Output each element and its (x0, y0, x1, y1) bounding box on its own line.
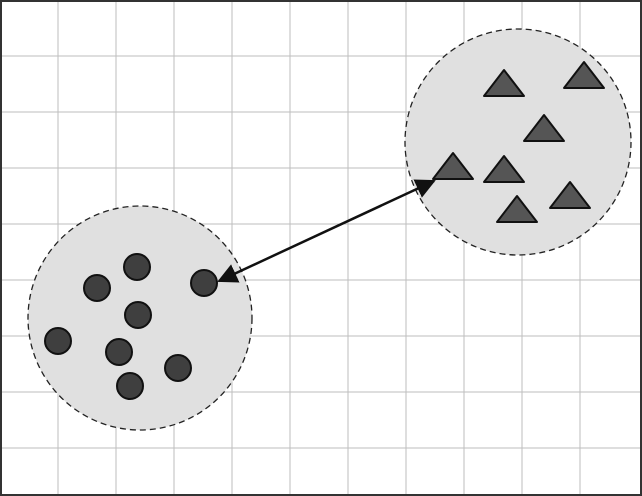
triangle-marker (496, 195, 538, 223)
triangle-marker (483, 155, 525, 183)
circle-marker (124, 301, 152, 329)
circle-marker (105, 338, 133, 366)
triangle-marker (549, 181, 591, 209)
circle-marker (44, 327, 72, 355)
triangle-marker (483, 69, 525, 97)
circle-marker (83, 274, 111, 302)
circle-marker (190, 269, 218, 297)
circle-marker (123, 253, 151, 281)
cluster-markers (44, 61, 605, 400)
circle-marker (116, 372, 144, 400)
triangle-marker (523, 114, 565, 142)
circle-marker (164, 354, 192, 382)
triangle-marker (432, 152, 474, 180)
inter-cluster-distance-arrow (217, 179, 436, 283)
triangle-marker (563, 61, 605, 89)
